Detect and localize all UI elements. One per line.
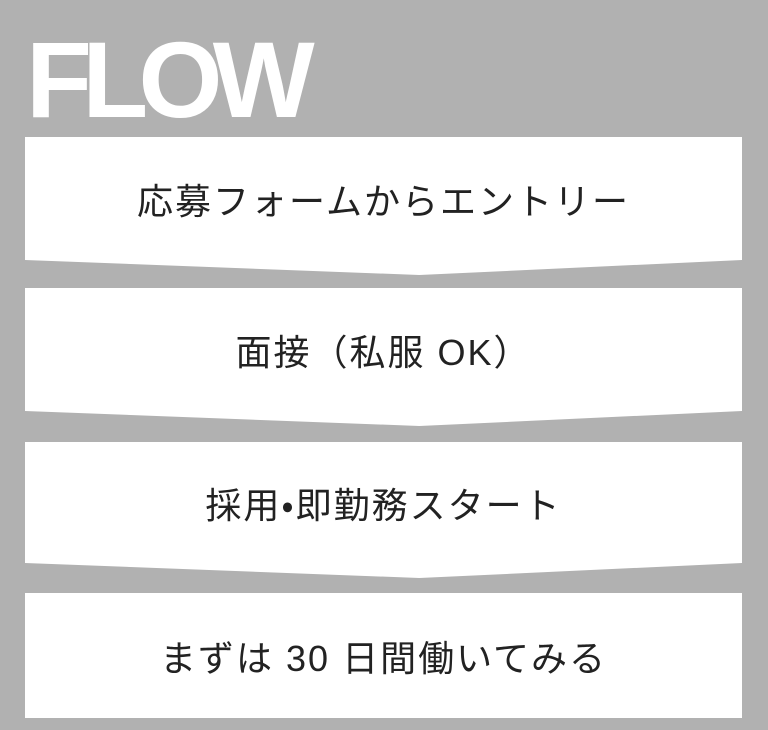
flow-step-entry: 応募フォームからエントリー — [25, 137, 742, 275]
flow-step-hired-label: 採用・即勤務スタート — [205, 484, 562, 526]
section-title: FLOW — [26, 19, 315, 140]
flow-step-trial: まずは 30 日間働いてみる — [25, 593, 742, 718]
flow-step-interview: 面接（私服 OK） — [25, 288, 742, 426]
flow-step-trial-label: まずは 30 日間働いてみる — [160, 637, 607, 679]
flow-step-entry-label: 応募フォームからエントリー — [137, 180, 630, 222]
flow-step-interview-label: 面接（私服 OK） — [235, 331, 532, 373]
flow-step-hired: 採用・即勤務スタート — [25, 442, 742, 578]
